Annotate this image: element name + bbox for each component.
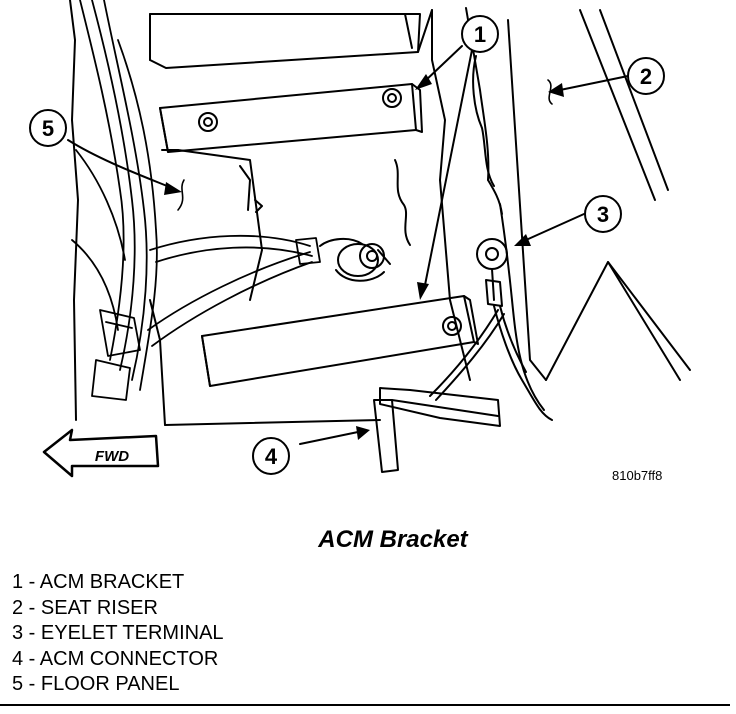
leader-3 — [525, 213, 585, 241]
figure-title: ACM Bracket — [318, 526, 468, 553]
callout-1: 1 — [461, 15, 499, 53]
leader-2-squiggle — [547, 79, 553, 105]
ground-bolt-drawing — [319, 238, 391, 282]
figure-id: 810b7ff8 — [612, 468, 663, 483]
svg-text:3: 3 — [597, 202, 609, 227]
leader-4 — [299, 431, 359, 445]
fwd-arrow: FWD — [42, 428, 160, 478]
svg-text:2: 2 — [640, 64, 652, 89]
legend-item-acm-bracket: 1 - ACM BRACKET — [12, 571, 185, 593]
callout-leaders — [67, 45, 629, 445]
acm-bracket-illustration: 1 2 3 4 5 FWD — [29, 0, 691, 478]
seat-riser-drawing — [465, 7, 691, 411]
legend-item-seat-riser: 2 - SEAT RISER — [12, 596, 158, 619]
leader-1a-arrowhead — [415, 74, 432, 90]
fwd-arrow-shape — [42, 428, 160, 478]
svg-text:1: 1 — [474, 22, 486, 47]
leader-2 — [559, 75, 629, 91]
svg-text:5: 5 — [42, 116, 54, 141]
callout-4: 4 — [252, 437, 290, 475]
svg-text:4: 4 — [265, 444, 278, 469]
leader-1a — [423, 45, 463, 83]
acm-bracket-drawing — [159, 83, 479, 387]
wiring-harness-drawing — [71, 0, 321, 401]
fwd-label: FWD — [95, 448, 129, 465]
callout-5: 5 — [29, 109, 67, 147]
callout-circles: 1 2 3 4 5 — [29, 15, 665, 475]
callout-3: 3 — [584, 195, 622, 233]
leader-4-arrowhead — [356, 426, 370, 440]
eyelet-terminal-drawing — [429, 238, 553, 421]
legend: 1 - ACM BRACKET 2 - SEAT RISER 3 - EYELE… — [12, 570, 224, 698]
floor-panel-drawing — [69, 0, 471, 426]
leader-3-arrowhead — [514, 234, 531, 246]
legend-item-eyelet-terminal: 3 - EYELET TERMINAL — [12, 622, 224, 644]
leader-2-arrowhead — [548, 83, 564, 97]
legend-item-acm-connector: 4 - ACM CONNECTOR — [12, 647, 219, 670]
leader-5 — [67, 139, 173, 189]
leader-5-arrowhead — [164, 182, 182, 195]
callout-2: 2 — [627, 57, 665, 95]
bottom-rule — [0, 704, 730, 706]
leader-1b — [423, 49, 473, 291]
leader-1b-arrowhead — [417, 282, 429, 300]
leader-5-squiggle — [177, 179, 185, 211]
legend-item-floor-panel: 5 - FLOOR PANEL — [12, 673, 180, 695]
acm-connector-drawing — [373, 387, 501, 473]
